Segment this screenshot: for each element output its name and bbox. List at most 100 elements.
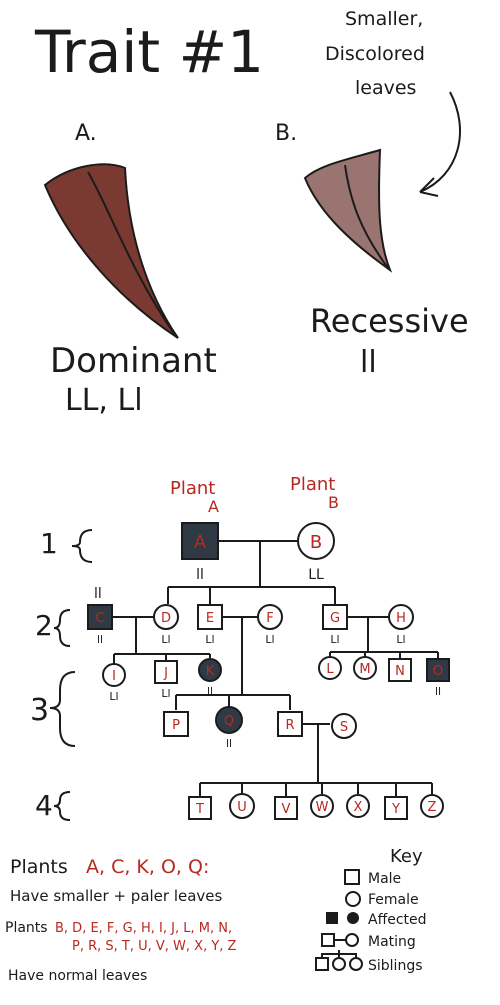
pedigree-lines [112, 540, 439, 796]
pedigree-node-g: GLl [322, 604, 348, 646]
pedigree-node-p: P [163, 711, 189, 737]
node-label: Q [224, 714, 234, 729]
male-symbol [426, 658, 450, 682]
male-symbol [274, 796, 298, 820]
plant-a-caption-1: Plant [170, 478, 215, 499]
node-label: R [285, 718, 294, 733]
node-label: T [195, 802, 204, 817]
affected-prefix: Plants [10, 856, 68, 878]
node-label: J [163, 666, 168, 681]
normal-list-line-1: B, D, E, F, G, H, I, J, L, M, N, [55, 921, 232, 936]
node-label: D [161, 611, 171, 626]
key-siblings-square [315, 957, 329, 971]
pedigree-node-e: ELl [197, 604, 223, 646]
pedigree-node-v: V [274, 796, 298, 820]
node-label: P [172, 718, 180, 733]
node-label: A [194, 532, 207, 553]
node-genotype: Ll [109, 690, 118, 703]
male-symbol [87, 604, 113, 630]
female-symbol [346, 794, 370, 818]
pedigree-node-b: BLL [297, 522, 335, 583]
male-symbol [277, 711, 303, 737]
female-symbol [297, 522, 335, 560]
pedigree-node-k: Kll [198, 658, 222, 698]
normal-plants-note: Plants B, D, E, F, G, H, I, J, L, M, N, … [5, 920, 237, 984]
node-genotype: ll [226, 737, 232, 750]
node-label: N [395, 664, 405, 679]
key-siblings-circle-1 [332, 957, 346, 971]
callout-line-3: leaves [355, 77, 416, 99]
page-title: Trait #1 [34, 18, 264, 86]
node-label: H [396, 611, 406, 626]
female-symbol [388, 604, 414, 630]
node-label: M [359, 662, 370, 677]
male-symbol [197, 604, 223, 630]
key-mating-square [321, 933, 335, 947]
node-label: O [433, 664, 443, 679]
key-siblings-circle-2 [349, 957, 363, 971]
pedigree-node-o: Oll [426, 658, 450, 698]
male-symbol [322, 604, 348, 630]
key-mating-label: Mating [368, 934, 416, 950]
node-genotype: Ll [161, 687, 170, 700]
genotype-c-above: ll [94, 586, 102, 602]
pedigree-node-l: L [318, 656, 342, 680]
male-symbol [163, 711, 189, 737]
pedigree-node-i: I Ll [102, 663, 126, 703]
node-label: K [206, 664, 215, 679]
key-mating-circle [345, 933, 359, 947]
pedigree-node-q: Qll [215, 706, 243, 750]
callout-line-1: Smaller, [345, 8, 423, 30]
female-symbol [318, 656, 342, 680]
node-genotype: ll [207, 685, 213, 698]
leaf-b-illustration [303, 148, 393, 273]
node-label: C [95, 611, 104, 626]
key-female-label: Female [368, 892, 419, 908]
pedigree-node-c: Cll [87, 604, 113, 646]
callout-arrow [419, 91, 461, 193]
pedigree-node-m: M [353, 656, 377, 680]
callout-line-2: Discolored [325, 43, 425, 65]
generation-2-label: 2 [35, 609, 53, 642]
pedigree-node-w: W [310, 794, 334, 818]
plant-b-caption-1: Plant [290, 474, 335, 495]
key-affected-label: Affected [368, 912, 427, 928]
plant-b-caption-2: B [328, 493, 339, 512]
pedigree-node-j: J Ll [154, 660, 178, 700]
normal-list-line-2: P, R, S, T, U, V, W, X, Y, Z [72, 939, 237, 954]
affected-plants-note: Plants A, C, K, O, Q: Have smaller + pal… [10, 856, 223, 905]
generation-1-label: 1 [40, 527, 58, 560]
recessive-label: Recessive [310, 302, 469, 340]
female-symbol [153, 604, 179, 630]
female-symbol [257, 604, 283, 630]
leaf-a-label: A. [75, 121, 97, 146]
node-label: W [316, 800, 329, 815]
female-symbol [102, 663, 126, 687]
affected-description: Have smaller + paler leaves [10, 887, 223, 905]
key-male-label: Male [368, 871, 401, 887]
node-genotype: Ll [396, 633, 405, 646]
generation-4-label: 4 [35, 789, 53, 822]
pedigree-node-r: R [277, 711, 303, 737]
female-symbol [420, 794, 444, 818]
female-symbol [215, 706, 243, 734]
node-genotype: ll [97, 633, 103, 646]
pedigree-node-a: All [181, 522, 219, 583]
pedigree-node-f: FLl [257, 604, 283, 646]
callout-arrow-head [419, 177, 439, 197]
key-male-symbol [344, 869, 360, 885]
node-label: G [330, 611, 340, 626]
node-genotype: Ll [161, 633, 170, 646]
key-siblings-label: Siblings [368, 958, 423, 974]
affected-list: A, C, K, O, Q: [86, 856, 209, 878]
dominant-genotypes: LL, Ll [65, 383, 143, 418]
node-genotype: ll [435, 685, 441, 698]
male-symbol [154, 660, 178, 684]
pedigree-node-n: N [388, 658, 412, 682]
node-label: I [112, 669, 116, 684]
female-symbol [310, 794, 334, 818]
female-symbol [353, 656, 377, 680]
plant-a-caption-2: A [208, 497, 219, 516]
